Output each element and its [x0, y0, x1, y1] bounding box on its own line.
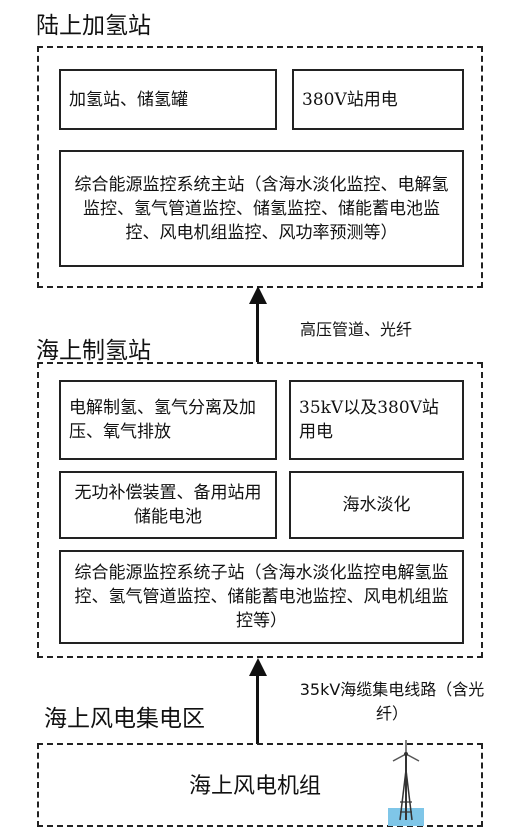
- offshore-zone-title: 海上制氢站: [36, 338, 151, 364]
- link-top-label: 高压管道、光纤: [300, 320, 413, 339]
- arrow-bottom-line: [256, 672, 259, 744]
- master-monitoring-box: 综合能源监控系统主站（含海水淡化监控、电解氢监控、氢气管道监控、储氢监控、储能蓄…: [59, 150, 464, 267]
- reactive-compensation-box: 无功补偿装置、备用站用储能电池: [59, 471, 277, 539]
- substation-monitoring-box: 综合能源监控系统子站（含海水淡化监控电解氢监控、氢气管道监控、储能蓄电池监控、风…: [59, 550, 464, 644]
- onshore-power-box: 380V站用电: [292, 69, 464, 130]
- hydrogen-storage-box: 加氢站、储氢罐: [59, 69, 277, 130]
- offshore-power-box: 35kV以及380V站用电: [289, 380, 464, 460]
- wind-zone-border: [37, 743, 483, 827]
- electrolysis-box: 电解制氢、氢气分离及加压、氧气排放: [59, 380, 277, 460]
- wind-zone-title: 海上风电集电区: [44, 706, 205, 732]
- arrow-top-line: [256, 300, 259, 362]
- wind-turbine-icon: [382, 740, 430, 826]
- arrow-bottom-head: [249, 658, 267, 676]
- onshore-zone-title: 陆上加氢站: [36, 13, 151, 39]
- offshore-zone-border: [37, 362, 483, 658]
- arrow-top-head: [249, 286, 267, 304]
- link-bottom-label: 35kV海缆集电线路（含光纤）: [299, 680, 485, 723]
- desalination-box: 海水淡化: [289, 471, 464, 539]
- wind-turbines-label: 海上风电机组: [188, 774, 321, 799]
